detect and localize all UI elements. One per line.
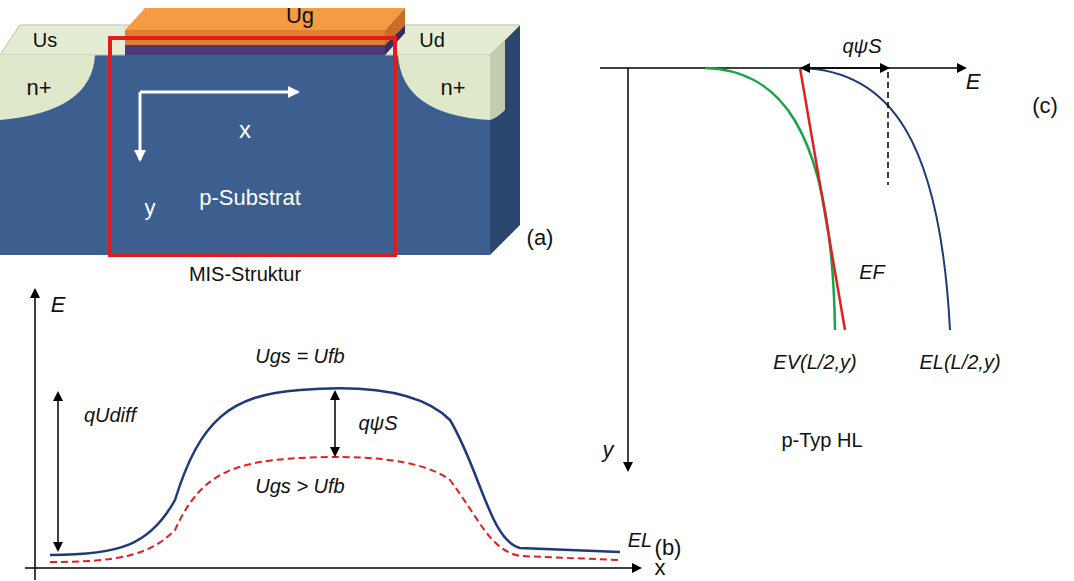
band-label: EV(L/2,y) [773, 351, 856, 373]
axis-label: x [655, 556, 666, 580]
band-label: EL(L/2,y) [919, 351, 1000, 373]
axis-label: y [145, 196, 156, 220]
band-diagram-y [600, 68, 965, 470]
structure-label: MIS-Struktur [189, 263, 301, 285]
axis-label: E [966, 70, 981, 94]
energy-label: qUdiff [84, 404, 136, 426]
doped-region: n+ [4, 68, 74, 108]
energy-label: qψS [358, 412, 397, 434]
panel-caption: p-Typ HL [781, 429, 862, 451]
axis-label: x [239, 117, 251, 143]
axis-label: E [51, 293, 66, 317]
mos-block [0, 8, 520, 255]
region-label: n+ [440, 75, 465, 101]
panel-label: (a) [527, 226, 554, 250]
region-label: p-Substrat [199, 186, 301, 210]
energy-label: qψS [842, 35, 881, 57]
condition-label: Ugs = Ufb [255, 345, 344, 367]
condition-label: Ugs > Ufb [255, 475, 344, 497]
drain-voltage: Ud [419, 29, 445, 51]
doped-region: n+ [418, 68, 488, 108]
region-label: n+ [26, 75, 51, 101]
gate-voltage: Ug [286, 4, 314, 28]
panel-label: (c) [1032, 94, 1058, 118]
band-label: EF [859, 261, 885, 283]
band-diagram-x [25, 290, 640, 580]
source-voltage: Us [33, 29, 57, 51]
band-label: EL [628, 529, 652, 551]
axis-label: y [603, 438, 614, 462]
